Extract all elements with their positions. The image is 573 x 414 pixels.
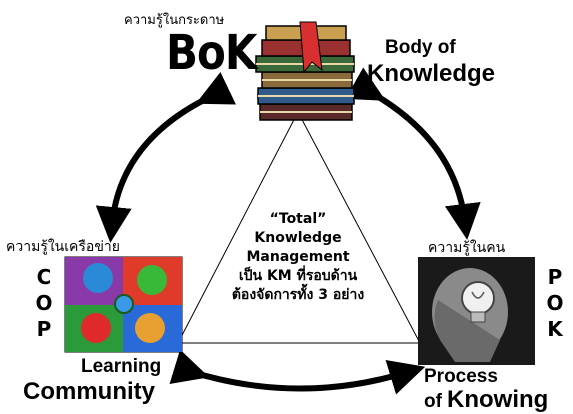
of-knowing-title: of Knowing: [424, 386, 548, 414]
center-line-thai-2: ต้องจัดการทั้ง 3 อย่าง: [231, 287, 365, 303]
top-thai-label: ความรู้ในกระดาษ: [124, 13, 225, 28]
books-stack-image: [255, 21, 355, 121]
cop-acronym-vertical: C O P: [27, 264, 61, 342]
left-thai-label: ความรู้ในเครือข่าย: [6, 239, 120, 255]
center-line-thai-1: เป็น KM ที่รอบด้าน: [238, 268, 358, 284]
pok-letter-p: P: [547, 265, 563, 289]
learning-title: Learning: [81, 356, 162, 377]
cop-letter-c: C: [36, 265, 52, 289]
cop-letter-p: P: [36, 317, 52, 341]
center-line-knowledge: Knowledge: [254, 230, 342, 246]
community-people-image: [64, 256, 183, 353]
pok-letter-o: O: [546, 291, 564, 315]
arrow-bok-pok: [345, 67, 481, 240]
arrow-bok-cop: [95, 71, 237, 243]
knowledge-title: Knowledge: [367, 60, 496, 87]
center-caption: “Total” Knowledge Management เป็น KM ที่…: [208, 210, 388, 305]
of-word: of: [424, 391, 442, 412]
head-lightbulb-image: [418, 257, 535, 365]
bok-acronym: BoK: [166, 24, 257, 81]
cop-letter-o: O: [35, 291, 53, 315]
center-line-total: “Total”: [269, 211, 327, 227]
pok-acronym-vertical: P O K: [538, 264, 572, 342]
arrow-cop-pok: [169, 349, 426, 395]
community-title: Community: [23, 378, 155, 405]
pok-letter-k: K: [547, 317, 563, 341]
body-of-title: Body of: [385, 37, 456, 58]
right-thai-label: ความรู้ในคน: [428, 240, 506, 256]
process-title: Process: [424, 366, 498, 387]
center-line-management: Management: [246, 249, 350, 265]
knowing-word: Knowing: [447, 386, 549, 413]
